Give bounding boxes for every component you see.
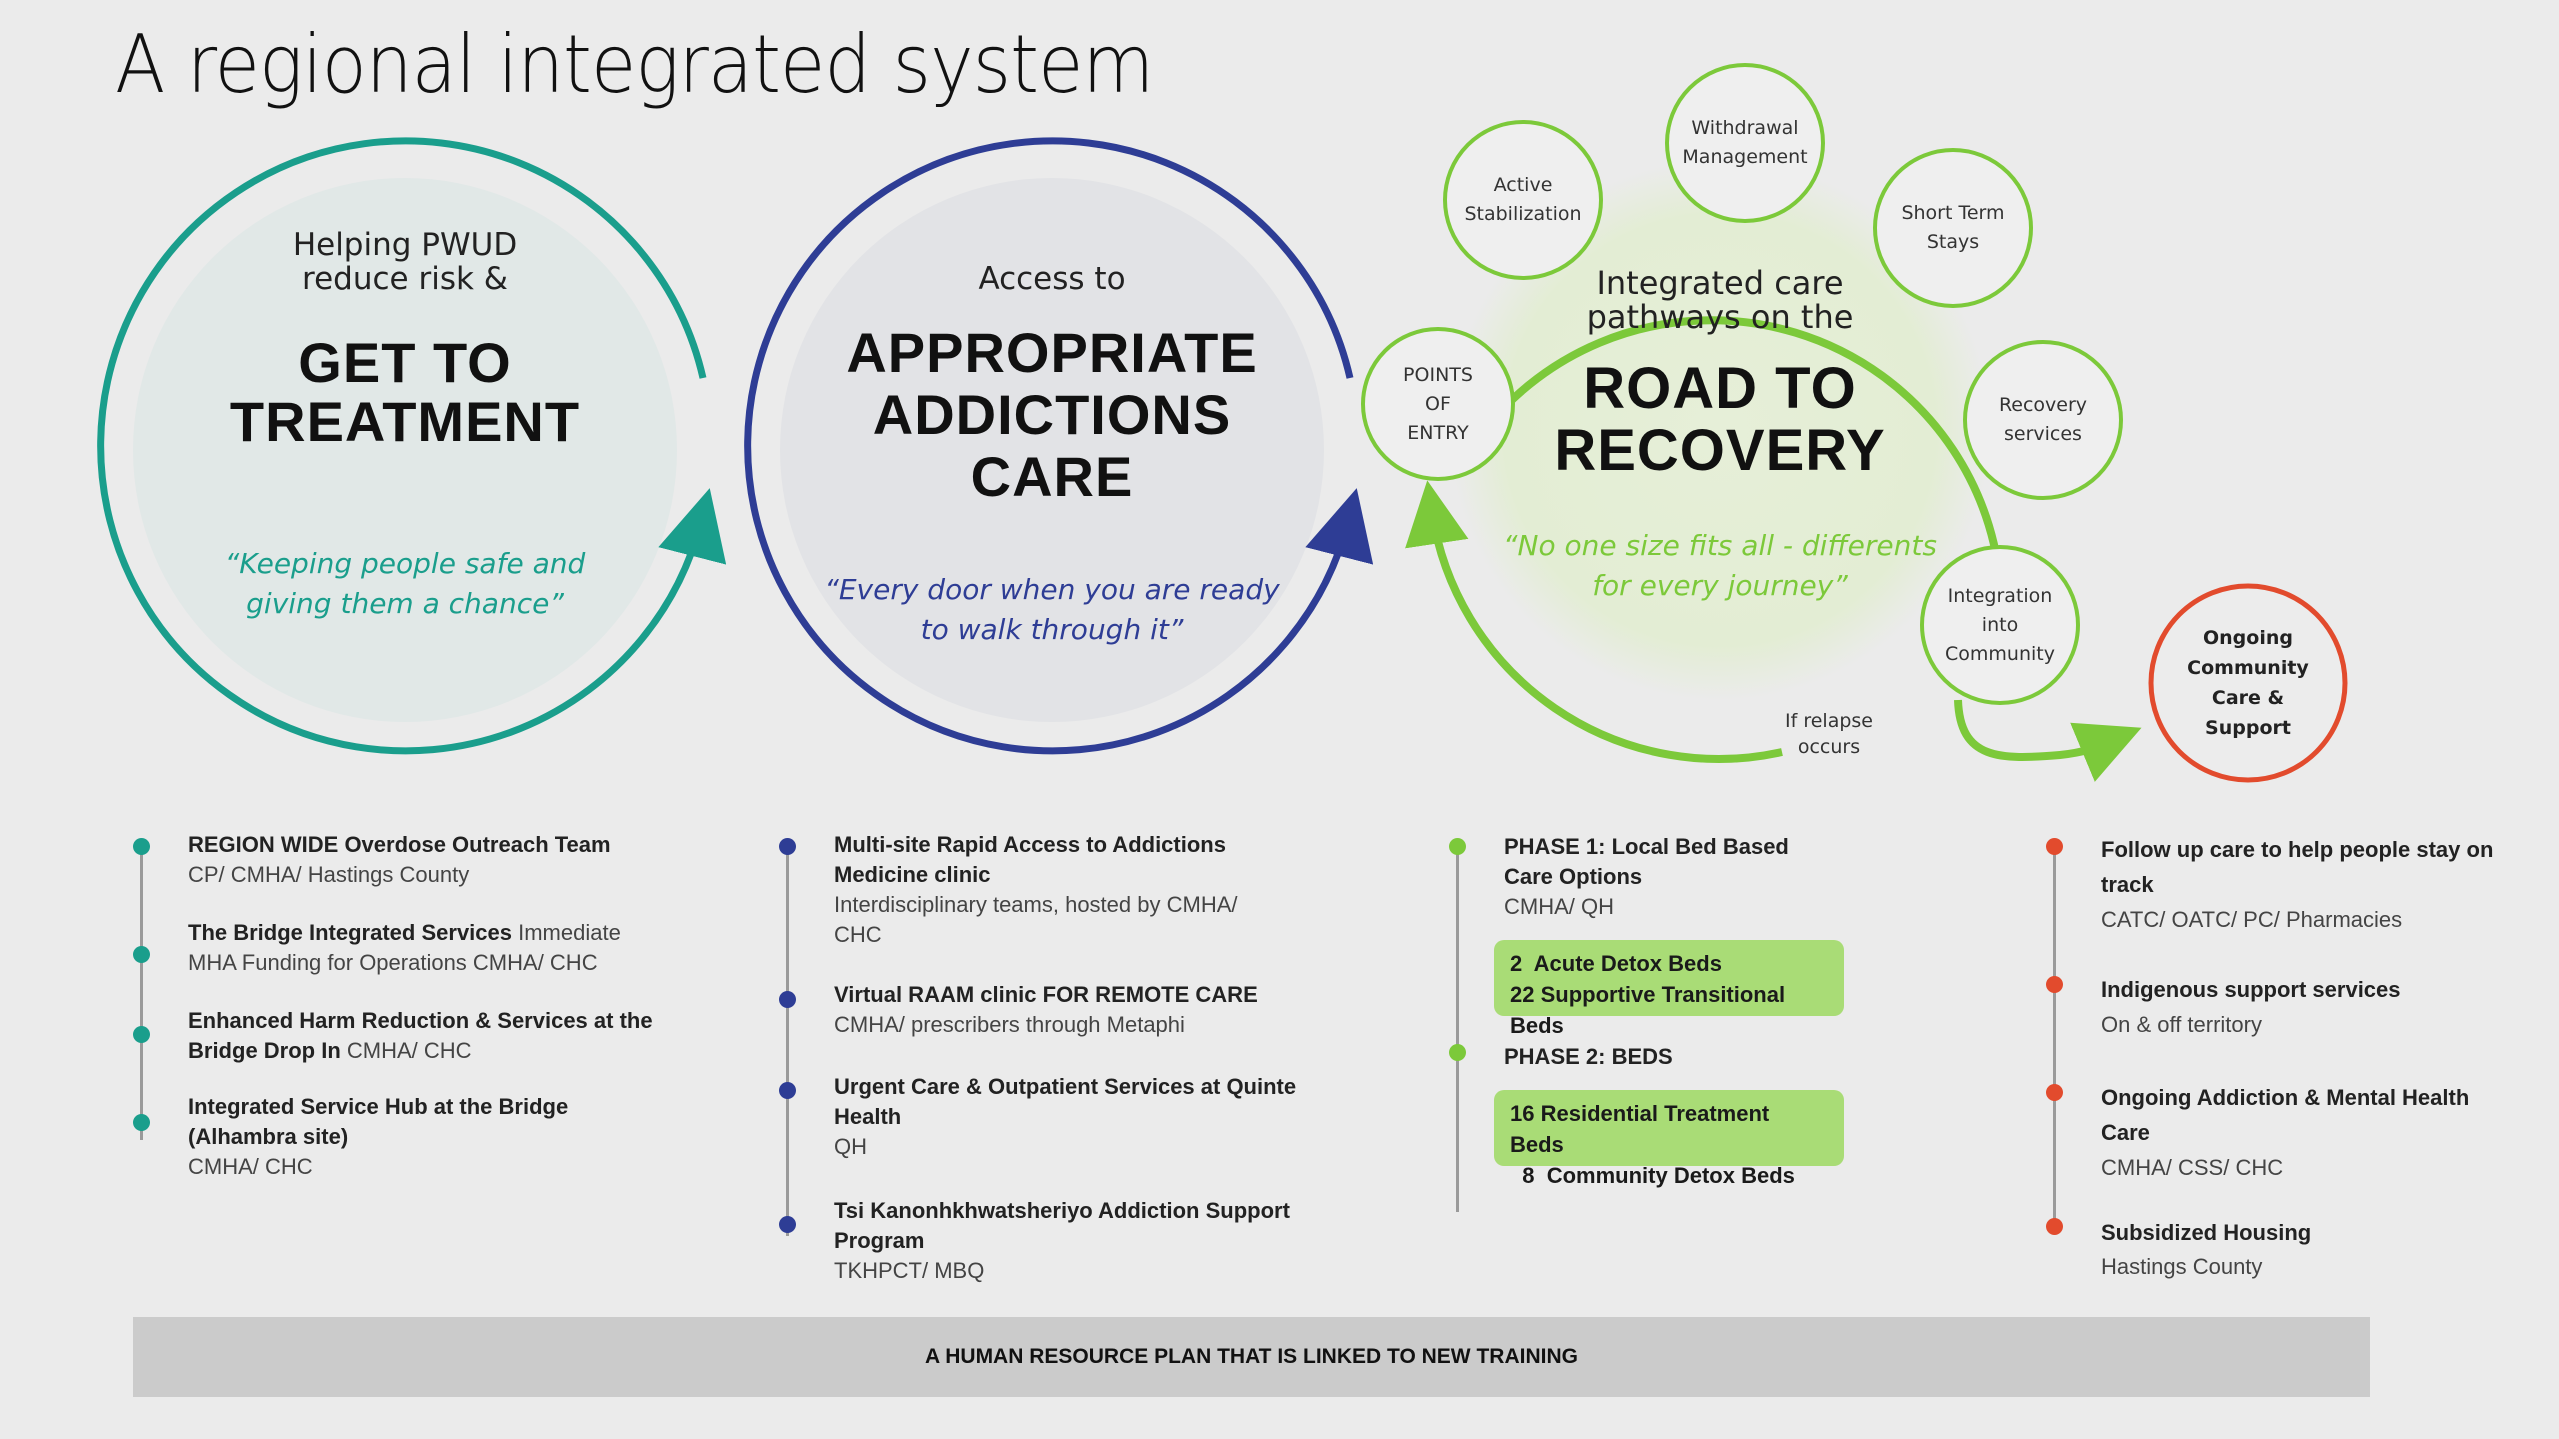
recovery-quote: “No one size fits all - differents for e… xyxy=(1503,529,1937,602)
treatment-services-list: REGION WIDE Overdose Outreach Team CP/ C… xyxy=(133,830,700,1179)
stage-circle-withdrawal-management xyxy=(1665,63,1825,223)
timeline-rail xyxy=(786,840,789,1236)
list-item: Enhanced Harm Reduction & Services at th… xyxy=(188,1008,653,1063)
timeline-dot xyxy=(779,1082,796,1099)
recovery-beds-list: PHASE 1: Local Bed Based Care Options CM… xyxy=(1449,832,1896,1212)
list-item: Ongoing Addiction & Mental Health Care C… xyxy=(2101,1085,2470,1180)
timeline-dot xyxy=(2046,976,2063,993)
page-title: A regional integrated system xyxy=(115,18,1154,111)
list-item: PHASE 1: Local Bed Based Care Options CM… xyxy=(1504,834,1789,919)
recovery-circle-text: Integrated care pathways on the ROAD TO … xyxy=(1500,266,1940,606)
timeline-dot xyxy=(133,1114,150,1131)
addictions-circle-fill xyxy=(780,178,1324,722)
treatment-intro: Helping PWUD reduce risk & xyxy=(292,227,518,297)
list-item: Virtual RAAM clinic FOR REMOTE CARE CMHA… xyxy=(834,982,1258,1037)
timeline-dot xyxy=(1449,1044,1466,1061)
list-item: Subsidized Housing Hastings County xyxy=(2101,1220,2312,1279)
list-item: Urgent Care & Outpatient Services at Qui… xyxy=(834,1074,1297,1159)
timeline-dot xyxy=(779,1216,796,1233)
recovery-ring xyxy=(1451,316,2006,641)
stage-circle-recovery-services xyxy=(1963,340,2123,500)
timeline-rail xyxy=(2053,842,2056,1222)
recovery-heading: ROAD TO RECOVERY xyxy=(1554,356,1886,483)
addictions-arc xyxy=(744,137,1374,755)
treatment-arc xyxy=(97,137,727,755)
stage-circle-short-term-stays xyxy=(1873,148,2033,308)
list-item: The Bridge Integrated Services Immediate… xyxy=(188,920,621,975)
recovery-intro: Integrated care pathways on the xyxy=(1586,264,1854,336)
list-item: Tsi Kanonhkhwatsheriyo Addiction Support… xyxy=(834,1198,1290,1283)
treatment-circle-fill xyxy=(133,178,677,722)
addictions-quote: “Every door when you are ready to walk t… xyxy=(824,573,1280,646)
timeline-dot xyxy=(133,838,150,855)
timeline-dot xyxy=(133,1026,150,1043)
list-item: PHASE 2: BEDS xyxy=(1504,1044,1673,1069)
stage-circle-active-stabilization xyxy=(1443,120,1603,280)
list-item: Indigenous support services On & off ter… xyxy=(2101,977,2401,1037)
timeline-dot xyxy=(779,991,796,1008)
recovery-circle-fill xyxy=(1450,160,1990,700)
timeline-dot xyxy=(1449,838,1466,855)
list-item: Multi-site Rapid Access to Addictions Me… xyxy=(834,832,1238,947)
treatment-heading: GET TO TREATMENT xyxy=(229,331,581,453)
relapse-note: If relapse occurs xyxy=(1785,710,1873,758)
phase1-beds-box: 2 Acute Detox Beds 22 Supportive Transit… xyxy=(1494,940,1844,1038)
timeline-dot xyxy=(133,946,150,963)
relapse-arc xyxy=(1405,480,1783,763)
addictions-services-list: Multi-site Rapid Access to Addictions Me… xyxy=(779,830,1306,1290)
hr-plan-banner: A HUMAN RESOURCE PLAN THAT IS LINKED TO … xyxy=(133,1317,2370,1397)
addictions-intro: Access to xyxy=(978,261,1126,297)
list-item: Integrated Service Hub at the Bridge (Al… xyxy=(188,1094,569,1179)
treatment-quote: “Keeping people safe and giving them a c… xyxy=(224,546,586,620)
stage-circle-integration-into-community xyxy=(1920,545,2080,705)
timeline-rail xyxy=(1456,842,1459,1212)
timeline-dot xyxy=(2046,1218,2063,1235)
list-item: Follow up care to help people stay on tr… xyxy=(2101,837,2494,932)
ongoing-care-list: Follow up care to help people stay on tr… xyxy=(2046,832,2513,1292)
timeline-dot xyxy=(2046,1084,2063,1101)
addictions-circle-text: Access to APPROPRIATE ADDICTIONS CARE “E… xyxy=(822,262,1282,650)
phase2-beds-box: 16 Residential Treatment Beds 8 Communit… xyxy=(1494,1090,1844,1188)
treatment-circle-text: Helping PWUD reduce risk & GET TO TREATM… xyxy=(205,228,605,624)
stage-circle-points-of-entry xyxy=(1361,327,1515,481)
list-item: REGION WIDE Overdose Outreach Team CP/ C… xyxy=(188,832,611,887)
ongoing-care-circle xyxy=(2148,583,2348,783)
timeline-dot xyxy=(779,838,796,855)
timeline-dot xyxy=(2046,838,2063,855)
exit-arrow xyxy=(1954,699,2142,782)
addictions-heading: APPROPRIATE ADDICTIONS CARE xyxy=(846,321,1258,508)
timeline-rail xyxy=(140,840,143,1140)
